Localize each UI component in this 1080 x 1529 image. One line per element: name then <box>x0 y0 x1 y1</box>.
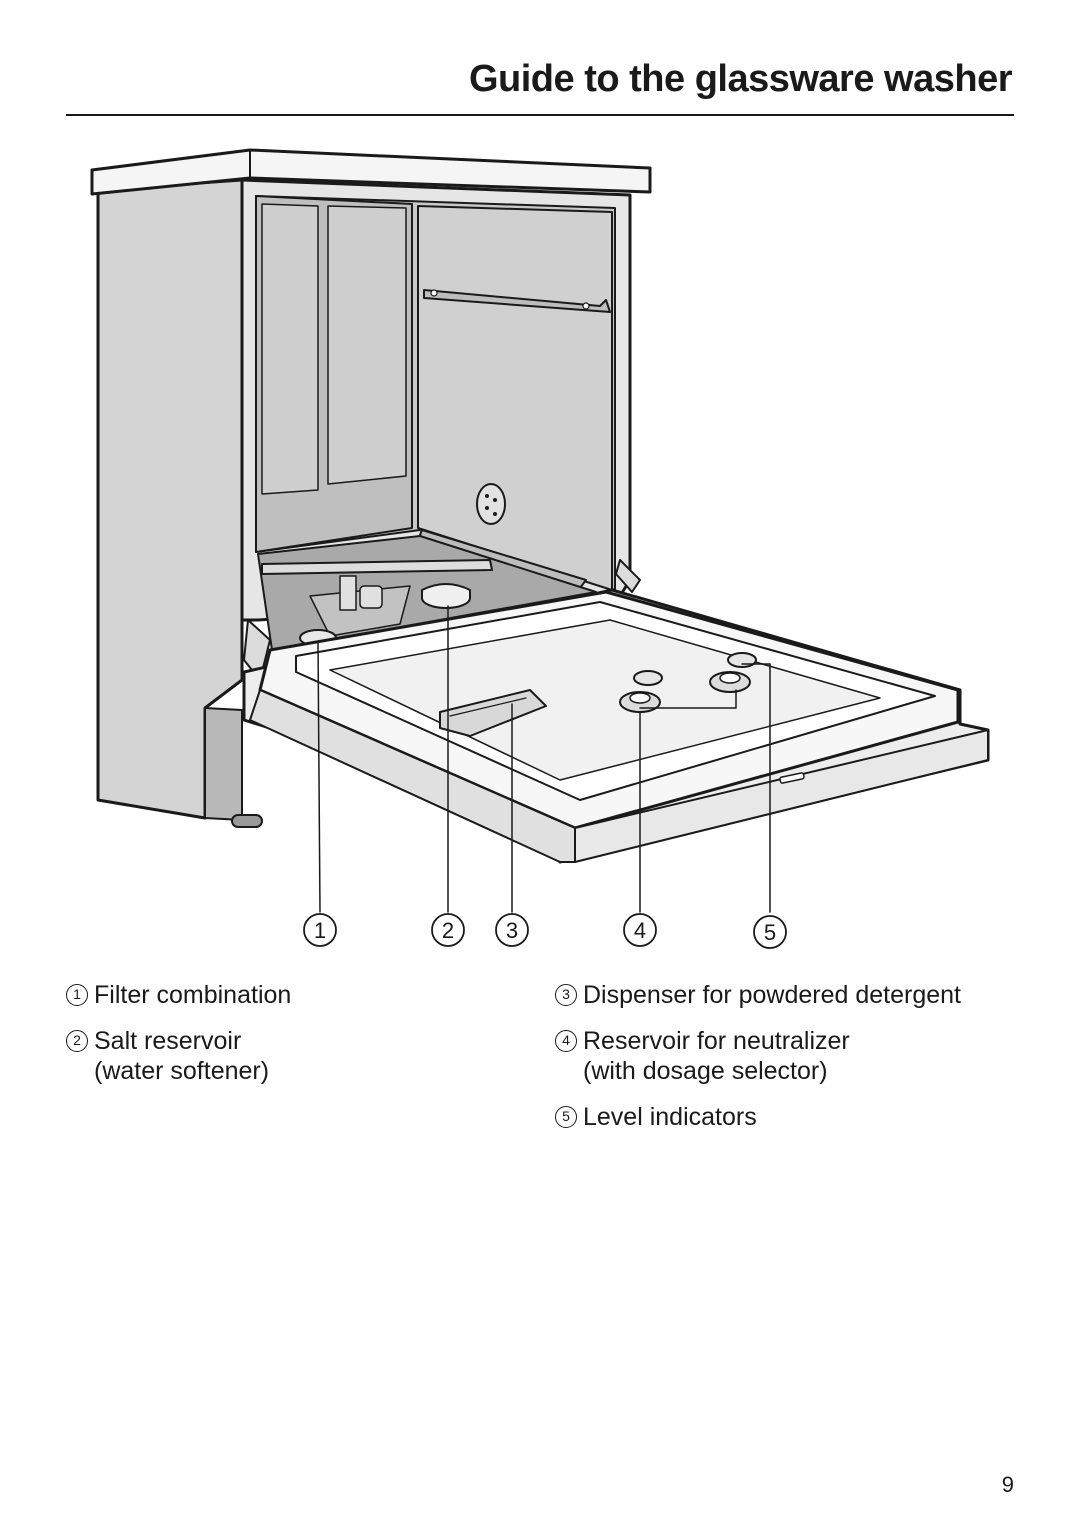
legend-line: Dispenser for powdered detergent <box>583 981 962 1009</box>
legend-left-column: 1 Filter combination 2 Salt reservoir (w… <box>66 980 486 1102</box>
legend-line: (with dosage selector) <box>583 1057 828 1085</box>
legend-item-detergent-dispenser: 3 Dispenser for powdered detergent <box>555 980 1035 1010</box>
legend-line: (water softener) <box>94 1057 270 1085</box>
legend-text: Salt reservoir (water softener) <box>94 1026 269 1086</box>
callout-4-label: 4 <box>634 918 646 943</box>
legend-item-filter: 1 Filter combination <box>66 980 486 1010</box>
legend-text: Level indicators <box>583 1102 757 1132</box>
legend-text: Dispenser for powdered detergent <box>583 980 961 1010</box>
legend-number-badge: 5 <box>555 1106 577 1128</box>
title-divider <box>66 114 1014 116</box>
glassware-washer-illustration: 1 2 3 4 5 <box>0 130 1080 960</box>
legend-number-badge: 1 <box>66 984 88 1006</box>
legend-line: Salt reservoir <box>94 1027 242 1055</box>
legend-line: Level indicators <box>583 1103 757 1131</box>
washer-drawing: 1 2 3 4 5 <box>90 148 990 949</box>
callout-3-label: 3 <box>506 918 518 943</box>
legend-line: Reservoir for neutralizer <box>583 1027 850 1055</box>
legend-line: Filter combination <box>94 981 292 1009</box>
legend-text: Reservoir for neutralizer (with dosage s… <box>583 1026 850 1086</box>
callout-5: 5 <box>753 915 787 949</box>
callout-5-label: 5 <box>764 920 776 945</box>
page-number: 9 <box>1001 1472 1014 1497</box>
legend-item-neutralizer-reservoir: 4 Reservoir for neutralizer (with dosage… <box>555 1026 1035 1086</box>
callout-2: 2 <box>431 913 465 947</box>
callout-3: 3 <box>495 913 529 947</box>
legend-number-badge: 3 <box>555 984 577 1006</box>
page-title: Guide to the glassware washer <box>468 58 1013 100</box>
legend-right-column: 3 Dispenser for powdered detergent 4 Res… <box>555 980 1035 1148</box>
callout-1-label: 1 <box>314 918 326 943</box>
callout-1: 1 <box>303 913 337 947</box>
legend-item-salt-reservoir: 2 Salt reservoir (water softener) <box>66 1026 486 1086</box>
callout-4: 4 <box>623 913 657 947</box>
legend-number-badge: 2 <box>66 1030 88 1052</box>
callout-2-label: 2 <box>442 918 454 943</box>
legend-number-badge: 4 <box>555 1030 577 1052</box>
legend-text: Filter combination <box>94 980 291 1010</box>
legend-item-level-indicators: 5 Level indicators <box>555 1102 1035 1132</box>
